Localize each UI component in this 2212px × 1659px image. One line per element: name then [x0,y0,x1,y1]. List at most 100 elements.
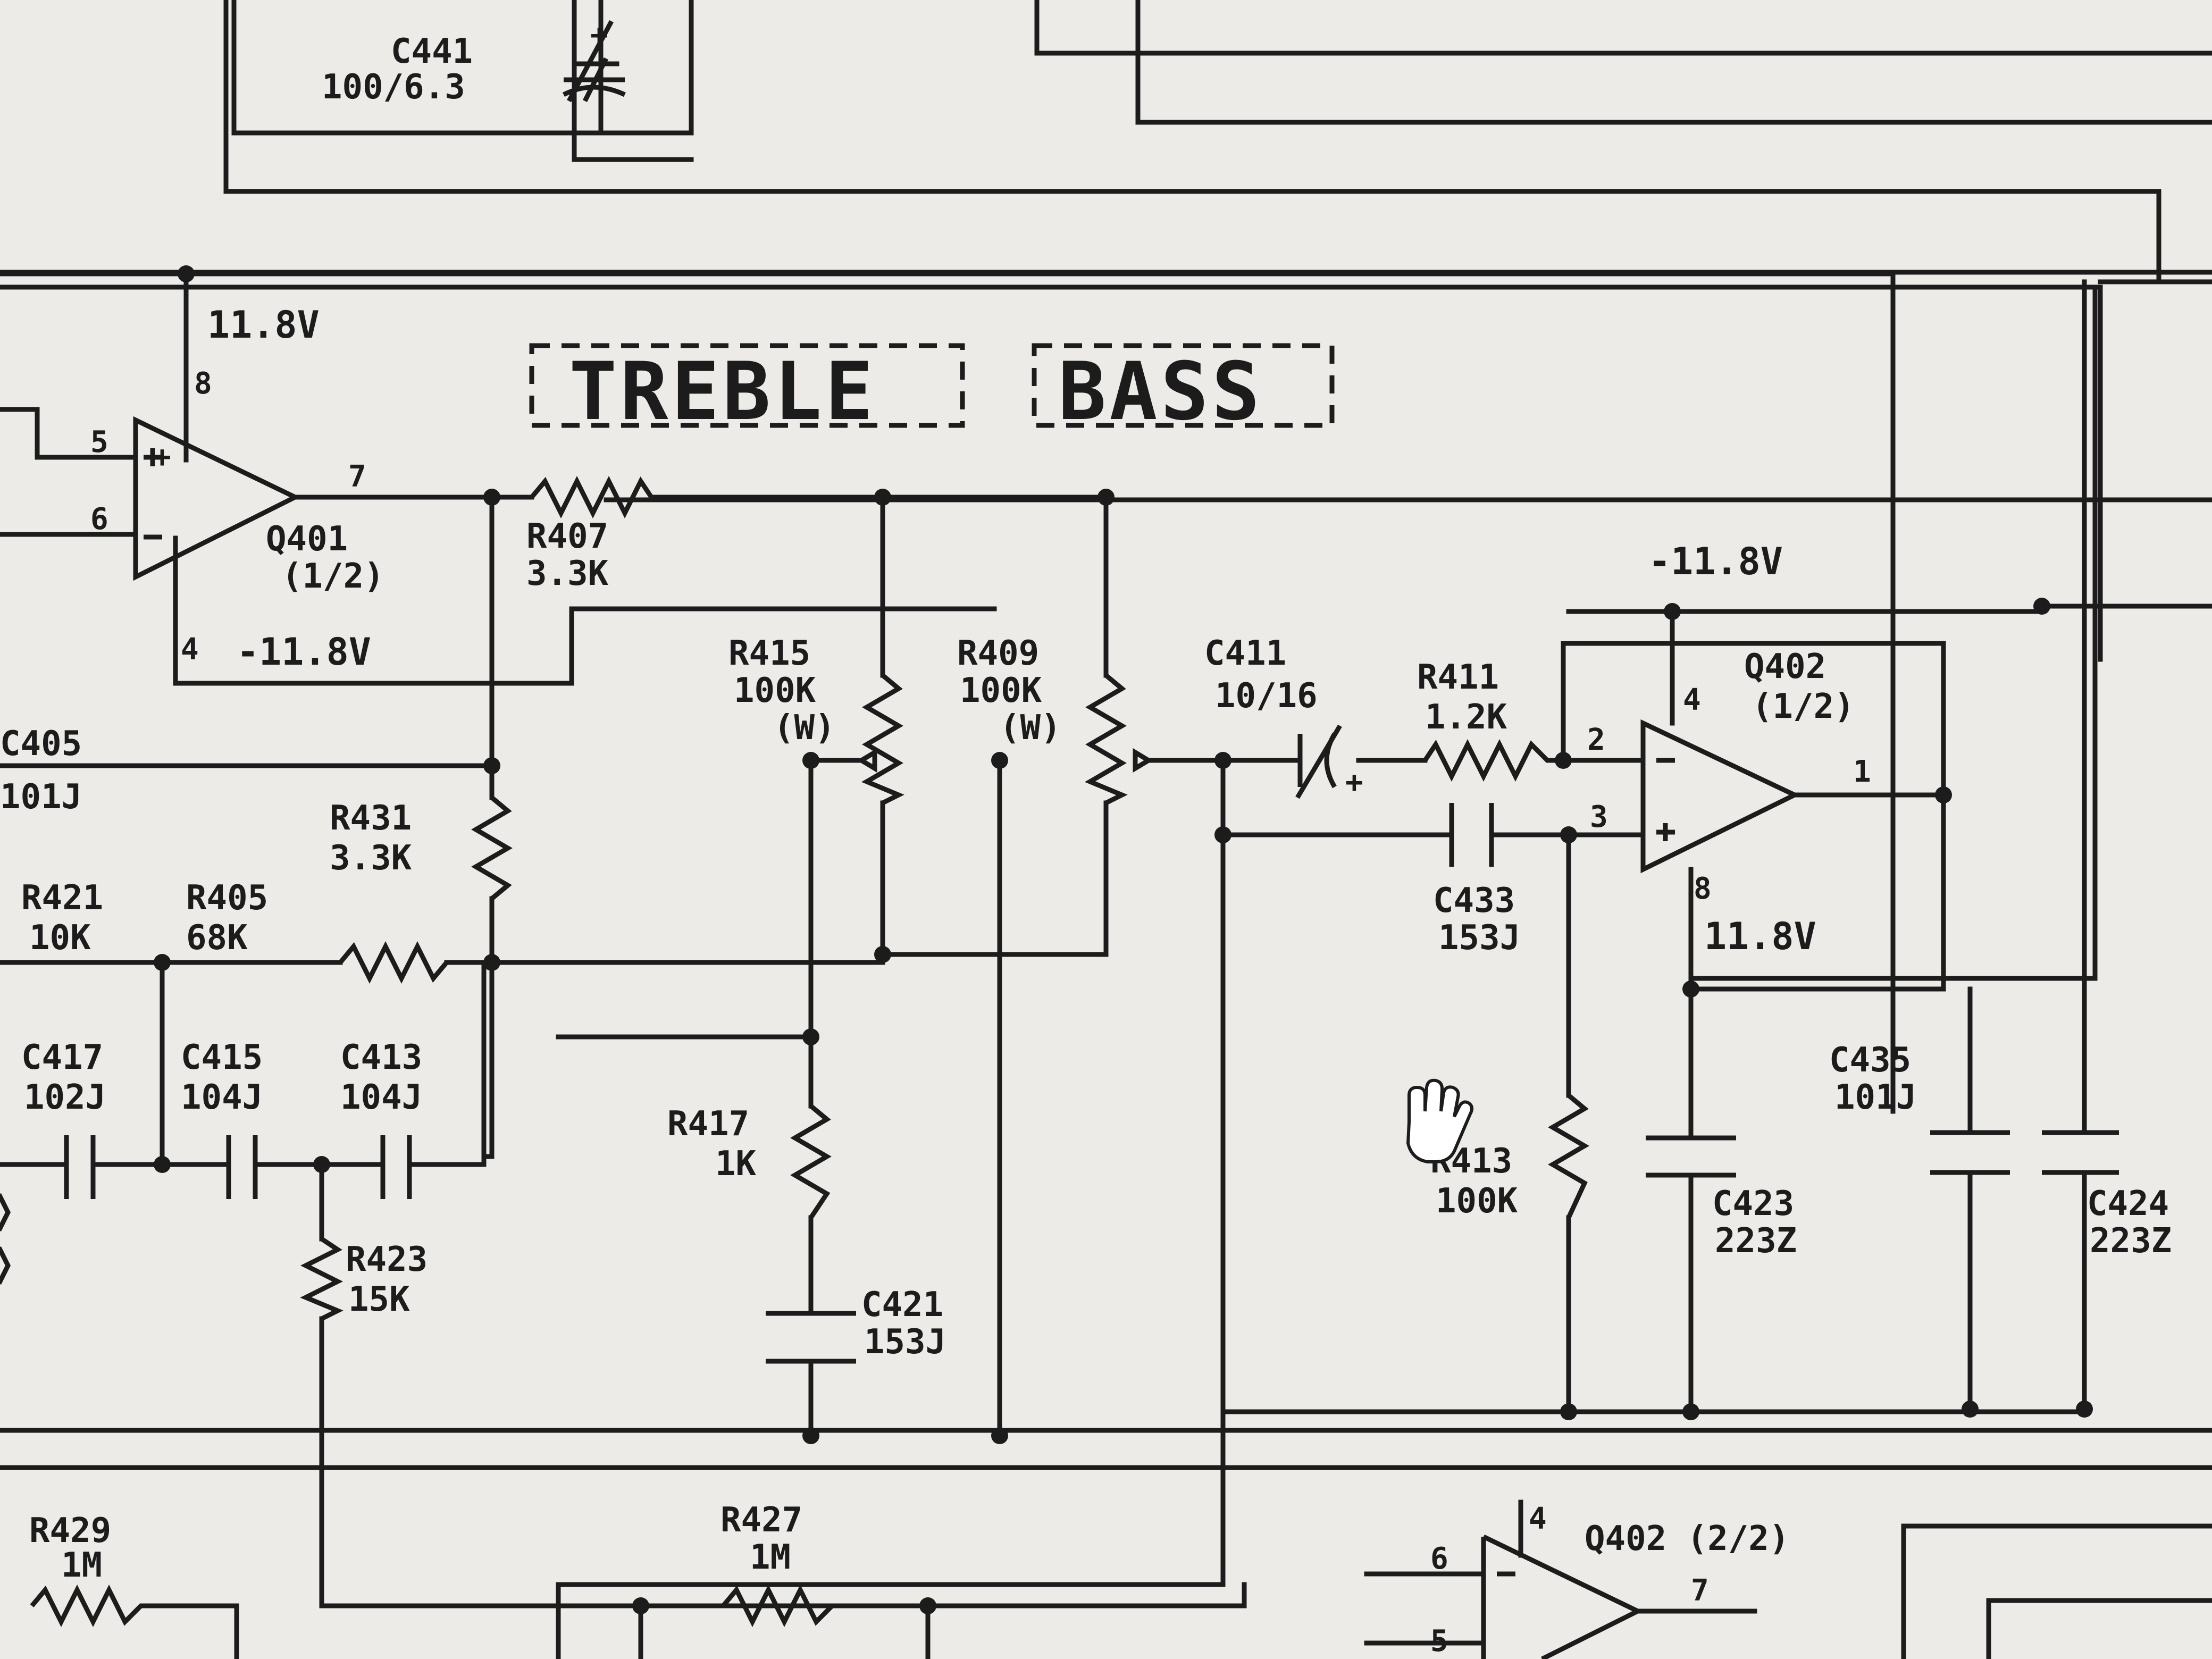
c433-capacitor [1449,803,1510,867]
q401-pin-5: 5 [90,425,108,459]
q402a-pin-8: 8 [1694,872,1712,906]
c435-value: 101J [1834,1078,1916,1117]
q401-wires [0,270,997,686]
c405-ref: C405 [0,724,82,764]
r417-ref: R417 [667,1104,749,1144]
q402b-pin-5: 5 [1430,1624,1448,1658]
c413-value: 104J [340,1078,422,1117]
q402a-vplus-label: 11.8V [1704,915,1816,958]
r411-value: 1.2K [1425,698,1507,737]
q401-ref: Q401 [266,520,348,559]
treble-section-title: TREBLE [569,346,876,438]
c435-ref: C435 [1829,1041,1911,1080]
r407-ref: R407 [526,517,608,556]
r411-resistor [1423,739,1563,782]
c424-value: 223Z [2090,1221,2172,1261]
r427-ref: R427 [720,1501,802,1540]
c424-capacitor [2042,976,2119,1412]
q401-opamp [133,416,301,581]
r409-value: 100K [960,671,1042,710]
r427-value: 1M [750,1538,791,1577]
hand-cursor-icon [1406,1078,1473,1163]
c441-ref: C441 [391,32,473,71]
r431-ref: R431 [330,799,412,838]
c411-capacitor [1295,724,1342,799]
q402b-pin-7: 7 [1691,1573,1709,1608]
c441-value: 100/6.3 [322,68,465,107]
c415-ref: C415 [181,1038,263,1077]
r421-ref: R421 [21,878,103,918]
q402a-vminus-label: -11.8V [1648,540,1783,583]
r413-value: 100K [1436,1182,1518,1221]
q402a-pin-2: 2 [1587,723,1605,757]
q402a-wires [1561,609,2045,1417]
c417-value: 102J [24,1078,106,1117]
c423-value: 223Z [1715,1221,1797,1261]
q401-pin-7: 7 [348,459,366,494]
r429-resistor [30,1584,239,1659]
r417-value: 1K [715,1144,757,1184]
r431-value: 3.3K [330,839,412,878]
c423-ref: C423 [1712,1184,1794,1224]
q402b-pin-6: 6 [1430,1541,1448,1576]
c415-capacitor [226,1135,258,1199]
top-frame-wires [223,0,2212,284]
q402b-opamp [1364,1499,2212,1659]
r431-resistor [471,795,513,901]
q401-pin-4: 4 [181,632,199,667]
r407-resistor [530,475,653,519]
r415-ref: R415 [728,634,810,673]
q402b-ref: Q402 (2/2) [1585,1519,1789,1559]
c411-value: 10/16 [1215,676,1318,716]
r409-ref: R409 [957,634,1039,673]
r407-value: 3.3K [526,554,609,593]
q401-vplus-label: 11.8V [207,303,320,347]
c417-capacitor [64,1135,96,1199]
q402b-pin-4: 4 [1529,1502,1547,1536]
c441-capacitor [562,20,626,103]
r423-ref: R423 [346,1240,428,1279]
r415-taper: (W) [774,708,835,748]
r429-ref: R429 [29,1511,111,1551]
bass-section-title: BASS [1058,346,1263,438]
q401-plus-symbol: + [153,440,171,474]
c423-capacitor [1646,1135,1736,1178]
q402a-pin-1: 1 [1853,755,1871,789]
c411-polarity-mark: + [1345,765,1363,800]
treble-title-box [529,343,965,428]
c413-capacitor [380,1135,412,1199]
junction-dots [154,265,2093,1614]
c424-ref: C424 [2087,1184,2169,1224]
q402a-ref: Q402 [1744,647,1826,686]
r415-potentiometer [857,673,904,806]
c441-polarity-mark: + [590,18,608,53]
c433-value: 153J [1438,918,1520,958]
tone-wires [0,495,1646,1659]
r405-ref: R405 [186,878,268,918]
c411-ref: C411 [1204,634,1286,673]
q402a-opamp [1640,719,1800,874]
c415-value: 104J [181,1078,263,1117]
r415-value: 100K [734,671,816,710]
c421-value: 153J [864,1322,946,1362]
c433-ref: C433 [1433,881,1515,920]
r421-value: 10K [29,918,91,958]
r411-ref: R411 [1417,658,1499,697]
r423-value: 15K [348,1280,410,1319]
bass-title-box [1032,343,1335,428]
c417-ref: C417 [21,1038,103,1077]
r417-resistor [790,1104,832,1219]
q401-pin-8: 8 [194,366,212,401]
c413-ref: C413 [340,1038,422,1077]
r413-resistor [1548,1093,1589,1219]
main-frame-wires [0,270,2212,1470]
q401-pin-6: 6 [90,502,108,537]
r423-resistor [300,1237,343,1321]
q402a-pin-4: 4 [1683,683,1701,717]
r409-taper: (W) [1000,708,1061,748]
q401-unit: (1/2) [282,557,384,596]
r405-resistor [338,941,449,984]
c421-capacitor [766,1311,856,1364]
r409-potentiometer [1084,673,1153,806]
